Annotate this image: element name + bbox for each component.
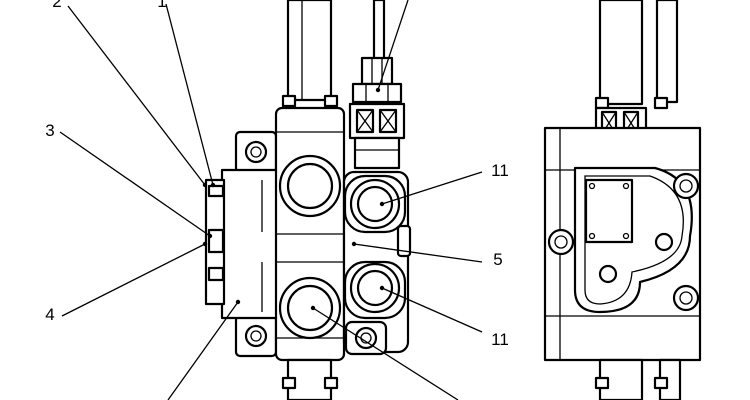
leader-3 <box>59 131 211 237</box>
leader-dots <box>202 87 385 311</box>
leader-4 <box>61 243 206 317</box>
callout-11-upper: 11 <box>491 161 509 180</box>
leader-cartridge-label <box>377 0 409 91</box>
valve-body <box>274 106 346 362</box>
leader-5 <box>353 243 483 263</box>
callout-11-lower: 11 <box>491 330 509 349</box>
relief-valve-cartridge <box>348 0 406 170</box>
callout-2: 2 <box>52 0 61 11</box>
end-cover-left <box>204 130 280 358</box>
callout-1: 1 <box>157 0 166 11</box>
leader-11-upper <box>381 171 483 205</box>
leader-1 <box>165 3 214 186</box>
callout-4: 4 <box>45 305 54 324</box>
leader-port-label <box>312 307 459 400</box>
callout-3: 3 <box>45 121 54 140</box>
valve-front-view <box>204 0 412 400</box>
callout-5: 5 <box>493 250 502 269</box>
top-spool-rod <box>281 0 339 108</box>
leader-11-lower <box>381 287 483 333</box>
leader-lines <box>59 0 483 400</box>
work-port-section <box>342 170 412 356</box>
leader-2 <box>67 5 206 186</box>
bottom-spool-rod <box>281 358 339 400</box>
valve-side-view <box>543 0 702 400</box>
leader-body-label <box>167 301 239 400</box>
